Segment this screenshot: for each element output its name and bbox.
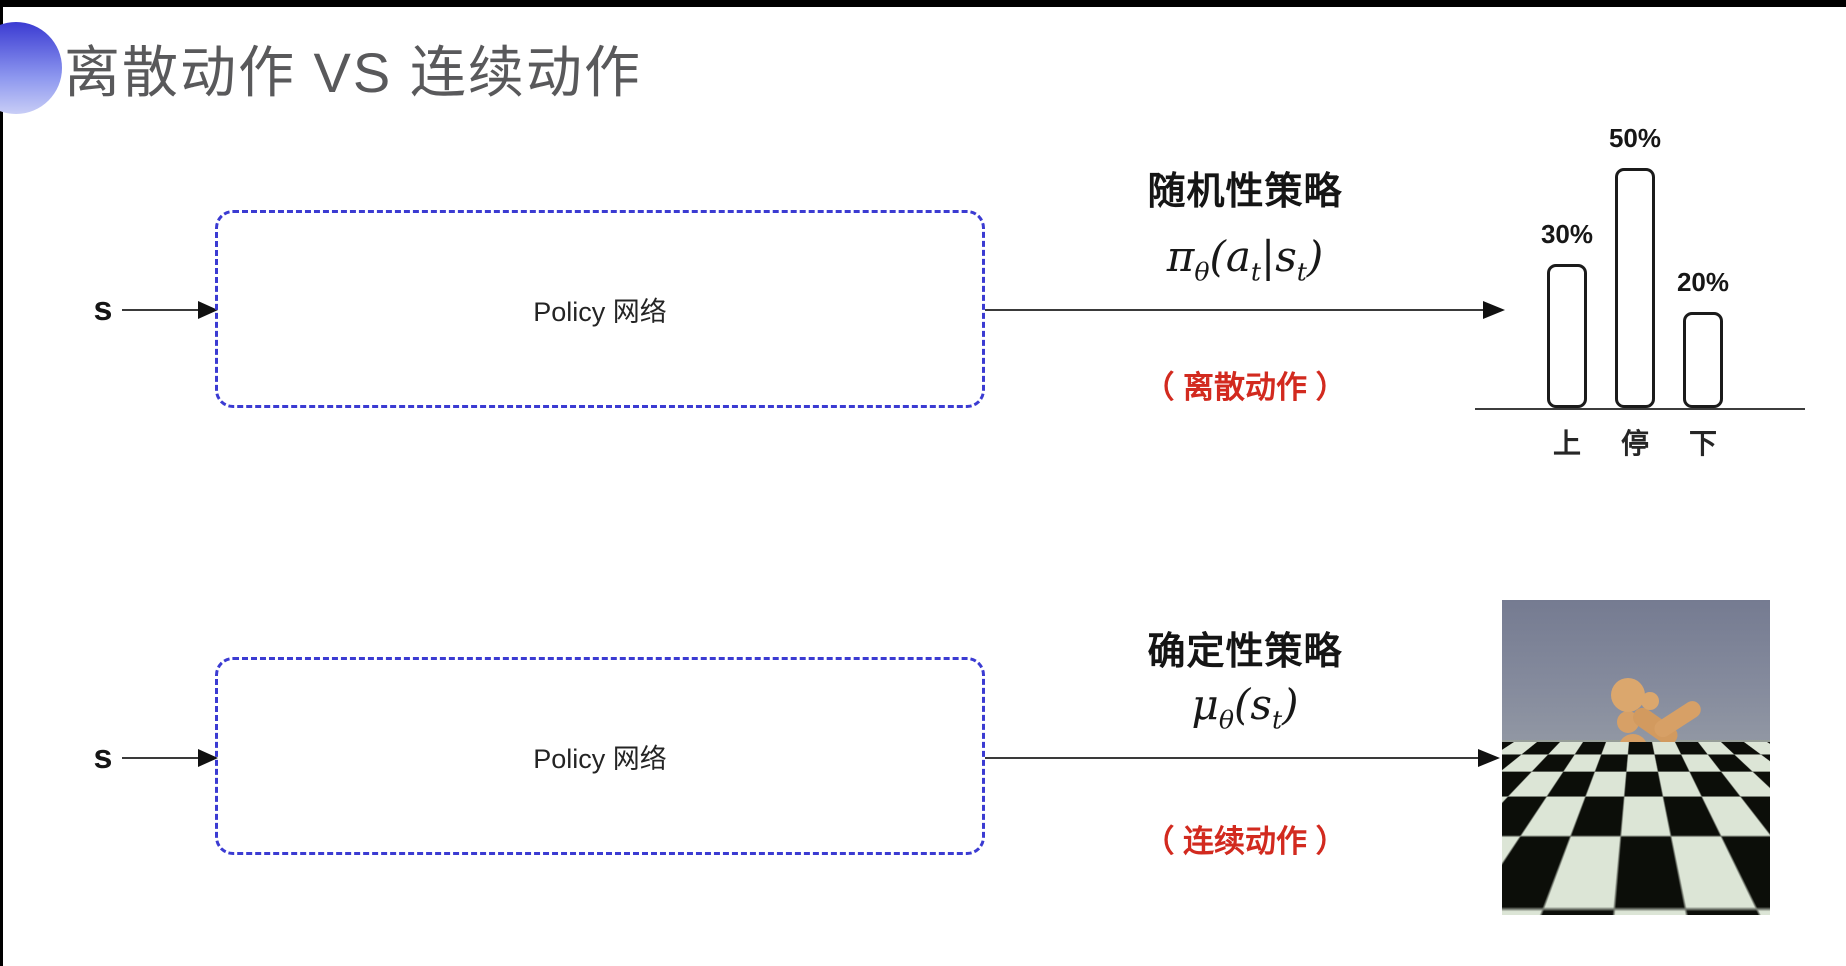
policy-formula-stochastic: πθ(at|st) — [1055, 232, 1435, 286]
bar-group-down: 20% — [1669, 267, 1737, 408]
arrow-s-to-policy-top — [120, 296, 220, 324]
bar-down — [1683, 312, 1723, 408]
bar-stop — [1615, 168, 1655, 408]
title-accent-shape — [0, 22, 62, 114]
policy-type-title-bottom: 确定性策略 — [1055, 620, 1435, 675]
chart-bars: 30% 50% 20% — [1533, 108, 1737, 408]
category-label-down: 下 — [1669, 422, 1737, 462]
chart-baseline — [1475, 408, 1805, 410]
category-label-up: 上 — [1533, 422, 1601, 462]
policy-network-box-bottom: Policy 网络 — [215, 657, 985, 855]
bar-group-stop: 50% — [1601, 123, 1669, 408]
state-input-label-bottom: s — [83, 738, 123, 777]
bar-value-label: 30% — [1541, 219, 1593, 250]
arrow-policy-to-output-top — [985, 296, 1507, 324]
policy-box-label-top: Policy 网络 — [533, 290, 667, 329]
page-title: 离散动作 VS 连续动作 — [64, 28, 642, 109]
policy-type-title-top: 随机性策略 — [1055, 160, 1435, 215]
bar-value-label: 20% — [1677, 267, 1729, 298]
policy-formula-deterministic: μθ(st) — [1055, 680, 1435, 734]
humanoid-simulation-image — [1502, 600, 1770, 915]
action-type-note-continuous: （ 连续动作 ） — [1055, 816, 1435, 861]
category-label-stop: 停 — [1601, 422, 1669, 462]
bar-value-label: 50% — [1609, 123, 1661, 154]
humanoid-robot — [1502, 600, 1770, 915]
policy-network-box-top: Policy 网络 — [215, 210, 985, 408]
action-type-note-discrete: （ 离散动作 ） — [1055, 362, 1435, 407]
chart-category-labels: 上 停 下 — [1533, 422, 1737, 462]
bar-up — [1547, 264, 1587, 408]
frame-edge-left — [0, 0, 3, 966]
frame-edge-top — [0, 0, 1846, 7]
arrow-policy-to-output-bottom — [985, 744, 1502, 772]
action-probability-chart: 30% 50% 20% 上 停 下 — [1475, 108, 1805, 468]
arrow-s-to-policy-bottom — [120, 744, 220, 772]
policy-box-label-bottom: Policy 网络 — [533, 737, 667, 776]
state-input-label-top: s — [83, 290, 123, 329]
bar-group-up: 30% — [1533, 219, 1601, 408]
